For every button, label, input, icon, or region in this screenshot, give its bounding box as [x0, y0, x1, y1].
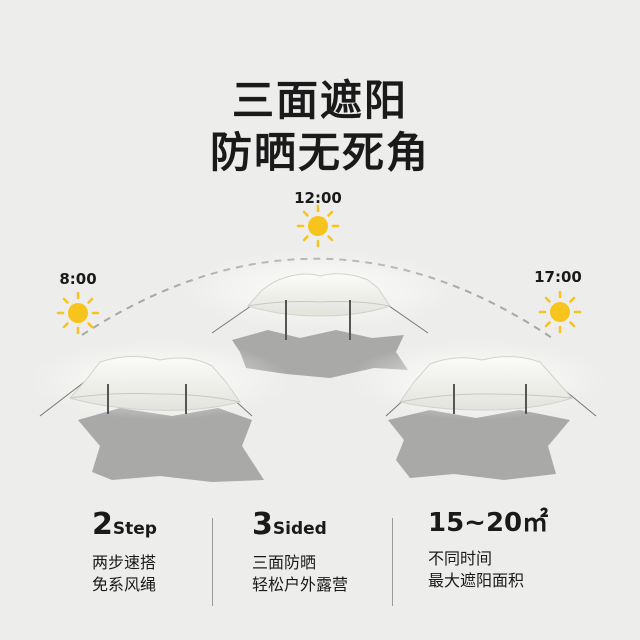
- feature-sided-line-2: 轻松户外露营: [252, 575, 349, 594]
- sun-icon: [538, 290, 582, 334]
- tent-right: [348, 340, 608, 480]
- feature-step-heading: 2Step: [92, 510, 157, 540]
- shadow-left: [78, 408, 264, 482]
- feature-divider: [212, 518, 213, 606]
- sun-icon: [296, 204, 340, 248]
- feature-step: 2Step 两步速搭 免系风绳: [92, 510, 157, 596]
- tent-center: [180, 250, 460, 378]
- canopy-right: [399, 356, 573, 411]
- headline-line-2: 防晒无死角: [209, 128, 430, 177]
- time-label-noon: 12:00: [294, 189, 342, 207]
- time-label-evening: 17:00: [534, 268, 582, 286]
- shadow-right: [388, 410, 570, 480]
- feature-area-line-2: 最大遮阳面积: [428, 571, 525, 590]
- feature-step-number: 2: [92, 507, 113, 542]
- feature-area-line-1: 不同时间: [428, 549, 493, 568]
- sun-icon: [56, 291, 100, 335]
- feature-area: 15~20㎡ 不同时间 最大遮阳面积: [428, 510, 548, 592]
- time-label-morning: 8:00: [59, 270, 97, 288]
- feature-sided-number: 3: [252, 507, 273, 542]
- feature-step-line-2: 免系风绳: [92, 575, 157, 594]
- feature-sided: 3Sided 三面防晒 轻松户外露营: [252, 510, 348, 596]
- headline-line-1: 三面遮阳: [231, 76, 408, 125]
- feature-row: 2Step 两步速搭 免系风绳 3Sided 三面防晒 轻松户外露营 15~20…: [0, 510, 640, 620]
- feature-sided-unit: Sided: [272, 519, 327, 539]
- feature-sided-line-1: 三面防晒: [252, 553, 317, 572]
- feature-step-unit: Step: [112, 519, 157, 539]
- feature-divider: [392, 518, 393, 606]
- feature-sided-heading: 3Sided: [252, 510, 348, 540]
- feature-step-line-1: 两步速搭: [92, 553, 157, 572]
- tent-left: [30, 340, 290, 482]
- feature-area-heading: 15~20㎡: [428, 510, 548, 536]
- feature-area-value: 15~20㎡: [428, 508, 549, 538]
